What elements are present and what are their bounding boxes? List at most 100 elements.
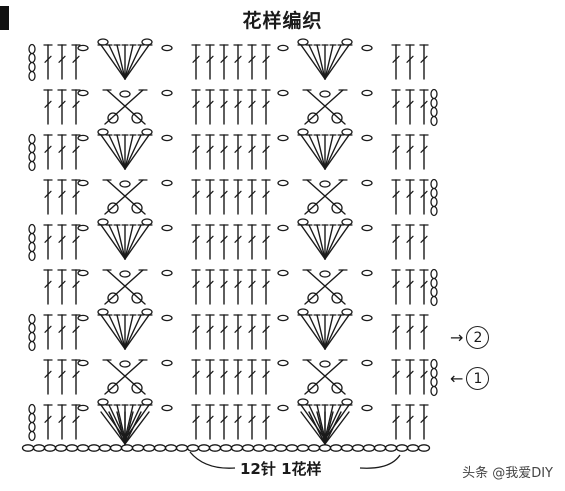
side-chain <box>161 44 173 52</box>
foundation-chain <box>153 444 167 452</box>
dc-stitch-slash <box>234 235 242 243</box>
fan-cluster <box>308 314 326 350</box>
fan-cluster <box>324 44 342 80</box>
dc-stitch-slash <box>44 145 52 153</box>
dc-stitch-slash <box>44 55 52 63</box>
dc-stitch-slash <box>406 325 414 333</box>
foundation-chain <box>120 444 134 452</box>
fan-chain <box>97 218 109 226</box>
turning-chain-left <box>28 331 36 343</box>
dc-stitch-slash <box>206 100 214 108</box>
turning-chain-left <box>28 340 36 352</box>
fan-chain <box>319 270 331 278</box>
dc-stitch-slash <box>392 280 400 288</box>
turning-chain-right <box>430 385 438 397</box>
foundation-chain <box>340 444 354 452</box>
foundation-chain <box>417 444 431 452</box>
turning-chain-left <box>28 241 36 253</box>
fan-chain-loop <box>307 382 319 394</box>
fan-cluster <box>124 314 142 350</box>
side-chain <box>361 179 373 187</box>
row-1-marker: ←1 <box>450 367 490 390</box>
fan-chain <box>119 90 131 98</box>
base-fan <box>124 411 134 445</box>
crossed-stitch <box>306 89 346 125</box>
side-chain <box>361 314 373 322</box>
arrow-left-icon: ← <box>450 369 464 388</box>
fan-chain <box>319 90 331 98</box>
dc-stitch-slash <box>58 370 66 378</box>
dc-stitch-slash <box>262 190 270 198</box>
fan-cluster <box>108 44 126 80</box>
turning-chain-right <box>430 115 438 127</box>
foundation-chain <box>230 444 244 452</box>
foundation-chain <box>219 444 233 452</box>
crossed-stitch <box>304 359 344 395</box>
base-fan <box>324 411 350 445</box>
fan-cluster <box>108 224 126 260</box>
turning-chain-left <box>28 232 36 244</box>
dc-stitch-slash <box>72 190 80 198</box>
dc-stitch-slash <box>192 55 200 63</box>
dc-stitch-slash <box>58 100 66 108</box>
turning-chain-left <box>28 313 36 325</box>
dc-stitch-slash <box>220 55 228 63</box>
fan-chain <box>341 38 353 46</box>
side-chain <box>161 179 173 187</box>
dc-stitch-slash <box>248 235 256 243</box>
dc-stitch-slash <box>262 145 270 153</box>
dc-stitch-slash <box>262 100 270 108</box>
dc-stitch-slash <box>248 190 256 198</box>
dc-stitch-slash <box>220 370 228 378</box>
base-fan <box>308 411 326 445</box>
foundation-chain <box>142 444 156 452</box>
side-chain <box>277 314 289 322</box>
fan-chain <box>97 308 109 316</box>
fan-chain-loop <box>107 382 119 394</box>
foundation-chain <box>197 444 211 452</box>
side-chain <box>277 269 289 277</box>
fan-chain-loop <box>331 112 343 124</box>
foundation-chain <box>318 444 332 452</box>
base-fan <box>324 411 334 445</box>
dc-stitch-slash <box>392 415 400 423</box>
dc-stitch-slash <box>206 235 214 243</box>
dc-stitch-slash <box>420 235 428 243</box>
fan-chain <box>297 218 309 226</box>
fan-cluster <box>124 44 142 80</box>
dc-stitch-slash <box>406 415 414 423</box>
side-chain <box>277 179 289 187</box>
dc-stitch-slash <box>58 325 66 333</box>
side-chain <box>77 269 89 277</box>
dc-stitch-slash <box>44 370 52 378</box>
dc-stitch-slash <box>58 235 66 243</box>
fan-chain <box>297 128 309 136</box>
turning-chain-right <box>430 367 438 379</box>
arrow-right-icon: → <box>450 328 464 347</box>
dc-stitch-slash <box>392 55 400 63</box>
fan-cluster <box>124 224 142 260</box>
side-chain <box>277 359 289 367</box>
fan-cluster <box>100 404 126 440</box>
fan-chain <box>97 38 109 46</box>
dc-stitch-slash <box>192 145 200 153</box>
fan-cluster <box>108 314 126 350</box>
dc-stitch-slash <box>406 100 414 108</box>
foundation-chain <box>164 444 178 452</box>
fan-cluster <box>124 404 150 440</box>
side-chain <box>77 134 89 142</box>
fan-cluster <box>316 314 326 350</box>
fan-chain-loop <box>307 292 319 304</box>
fan-cluster <box>300 44 326 80</box>
turning-chain-left <box>28 133 36 145</box>
foundation-chain <box>131 444 145 452</box>
turning-chain-right <box>430 97 438 109</box>
side-chain <box>361 134 373 142</box>
fan-cluster <box>324 224 342 260</box>
dc-stitch-slash <box>234 100 242 108</box>
turning-chain-left <box>28 61 36 73</box>
dc-stitch-slash <box>206 145 214 153</box>
fan-cluster <box>124 44 134 80</box>
fan-cluster <box>308 224 326 260</box>
side-chain <box>277 44 289 52</box>
